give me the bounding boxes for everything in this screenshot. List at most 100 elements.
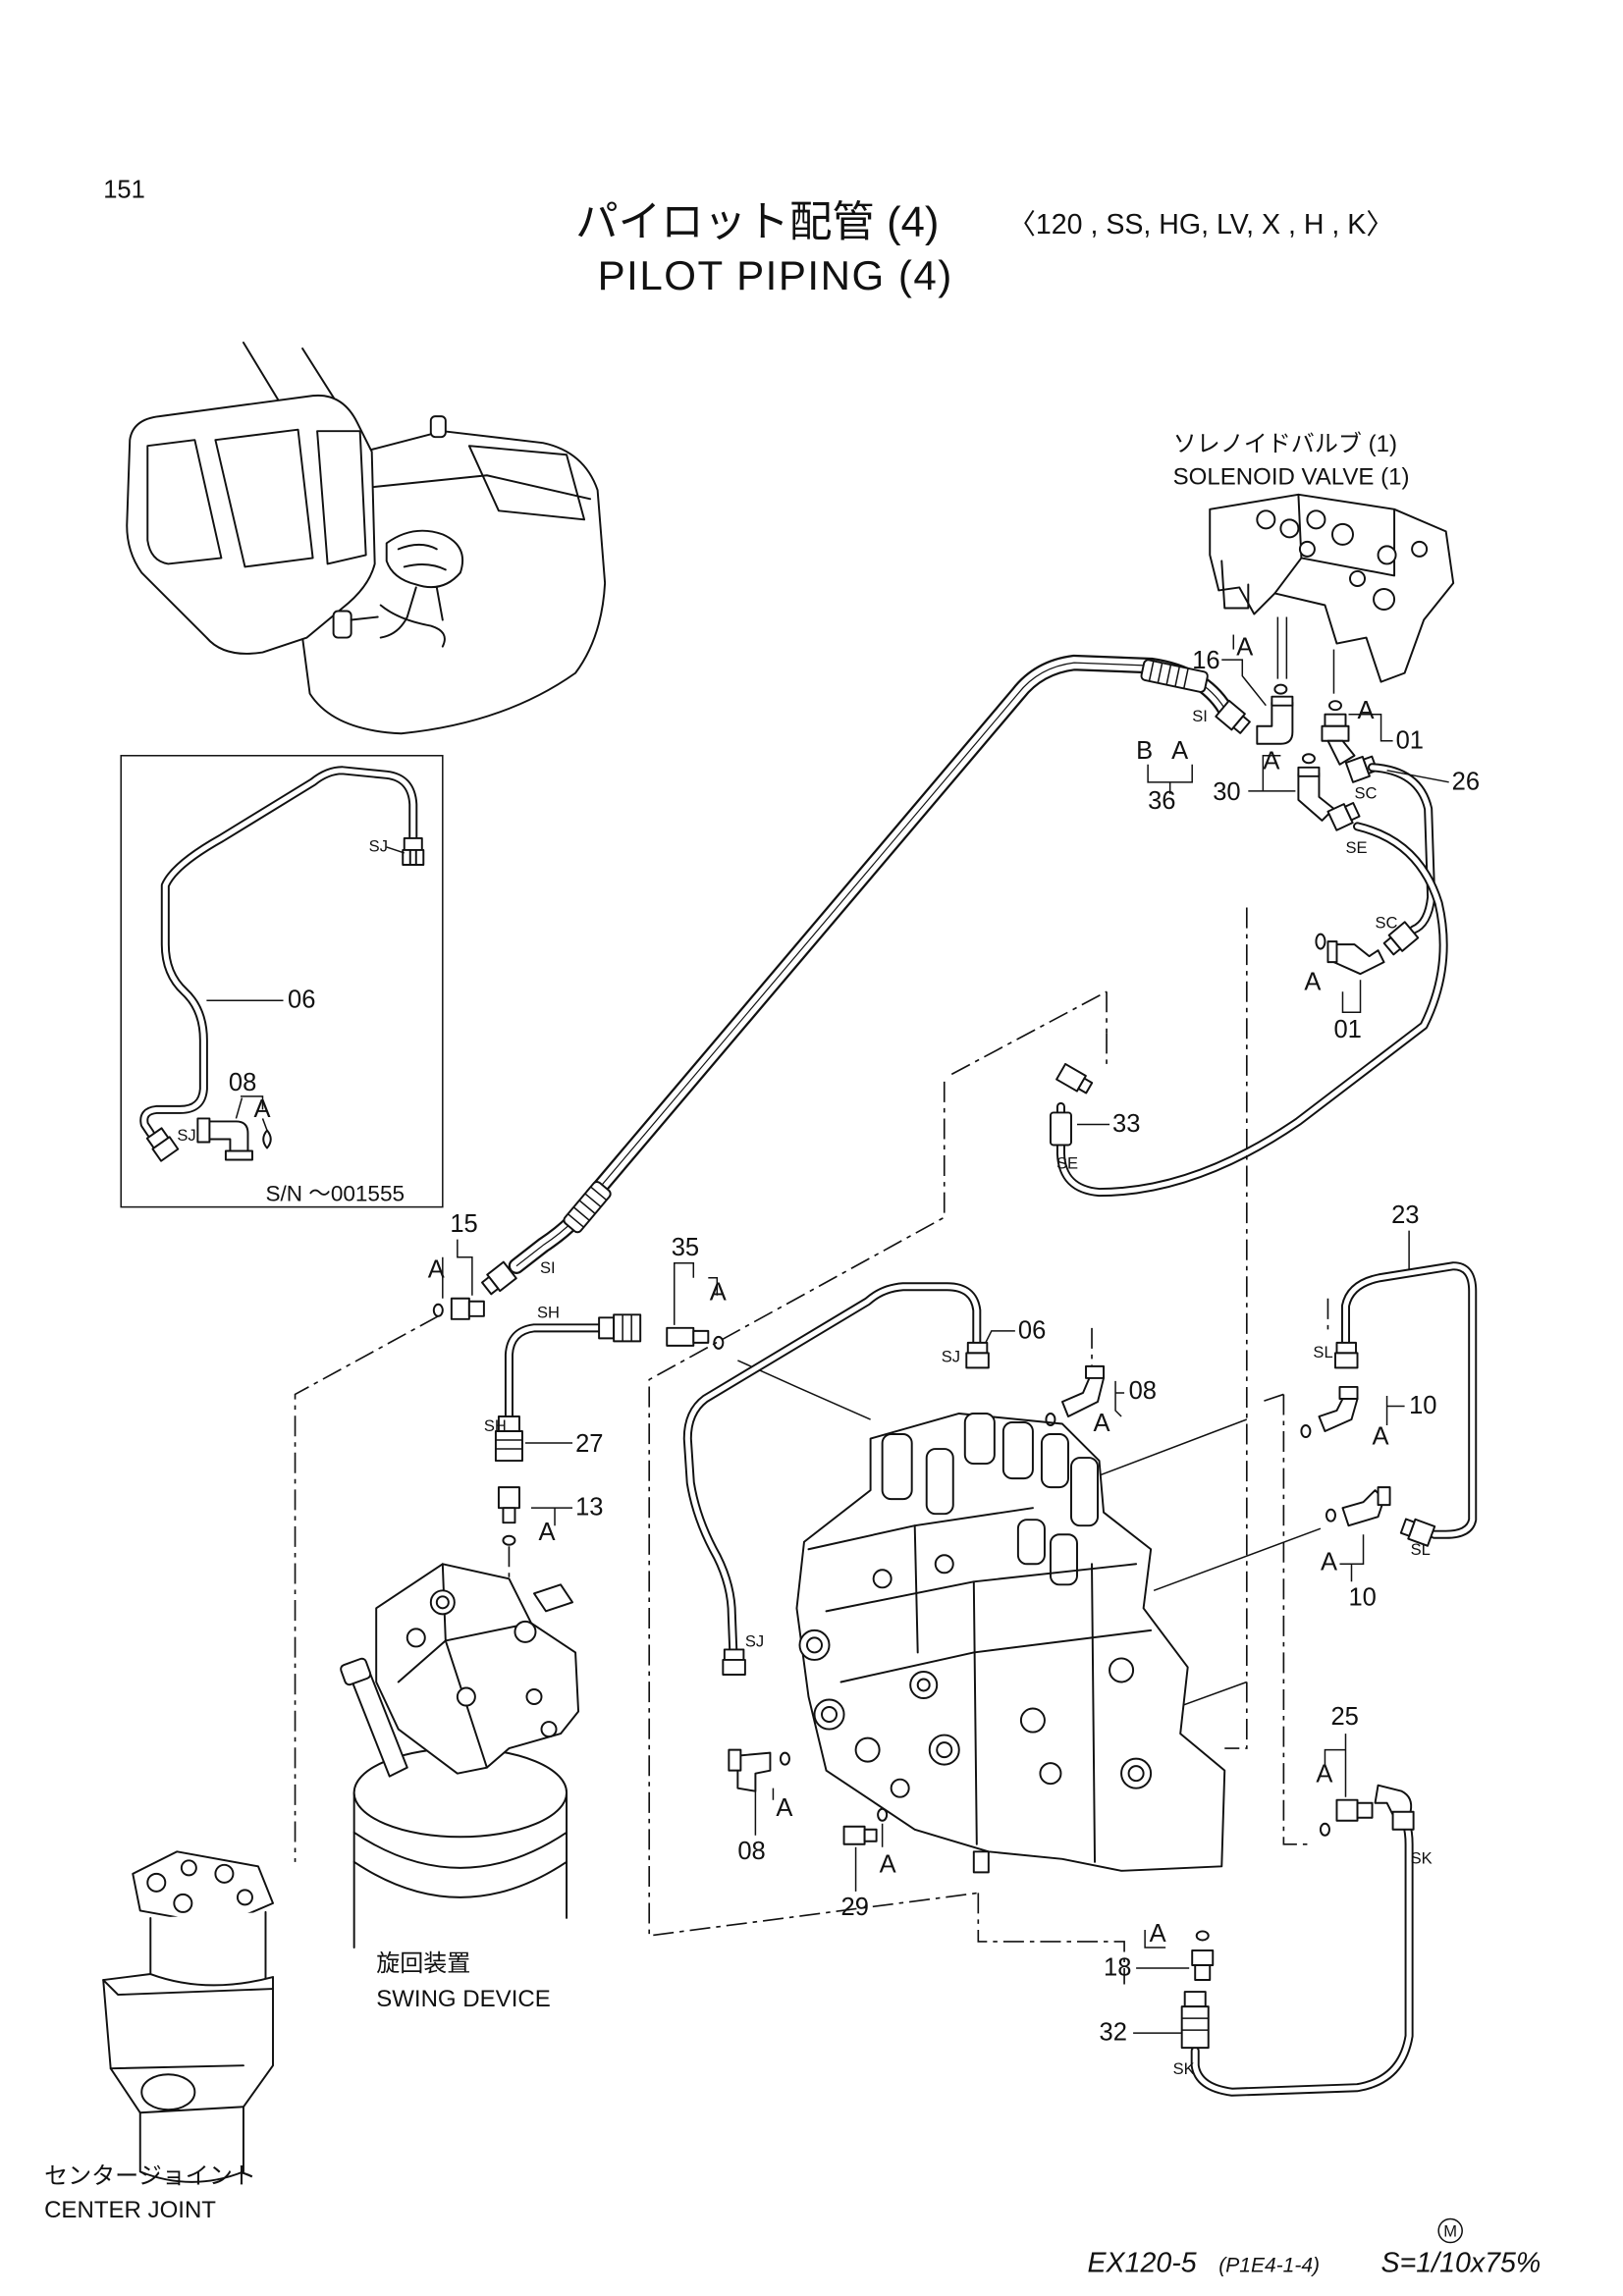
port-si: SI xyxy=(1192,707,1208,725)
port-sl: SL xyxy=(1313,1343,1332,1362)
swing-device-label-ja: 旋回装置 xyxy=(376,1950,470,1977)
figure-code: (P1E4-1-4) xyxy=(1218,2255,1320,2277)
nut-sh-upper xyxy=(598,1313,642,1343)
fitting-32-lower xyxy=(1180,1991,1210,2050)
inset-frame xyxy=(120,755,444,1208)
callout-18: 18 xyxy=(1104,1954,1131,1982)
cab-front-window xyxy=(146,439,223,565)
fitting-15 xyxy=(432,1239,485,1320)
callout-16: 16 xyxy=(1192,647,1219,674)
o-ring-25 xyxy=(1319,1822,1330,1837)
callout-06: 06 xyxy=(1018,1316,1046,1344)
fitting-08-upper xyxy=(1045,1364,1125,1426)
valve-ports xyxy=(798,1554,1153,1798)
marker-a: A xyxy=(1358,697,1375,724)
inset-early-serial xyxy=(120,755,444,1208)
valve-body-edges xyxy=(807,1507,1153,1863)
swing-ports xyxy=(406,1589,558,1738)
swing-reduction-gear xyxy=(352,1791,568,1949)
o-ring-inset xyxy=(262,1129,272,1149)
fitting-08-lower xyxy=(728,1748,790,1836)
marker-a: A xyxy=(1304,969,1321,996)
excavator-locator-view xyxy=(126,342,607,735)
port-sc: SC xyxy=(1355,783,1378,802)
o-ring-10-lower xyxy=(1325,1508,1336,1522)
o-ring-15 xyxy=(432,1303,444,1317)
fitting-29 xyxy=(842,1807,889,1892)
deck-post xyxy=(429,415,447,439)
pilot-pipe-23 xyxy=(1333,1230,1478,1547)
port-sh: SH xyxy=(537,1303,560,1321)
callout-23: 23 xyxy=(1391,1201,1419,1229)
fittings-solenoid-side xyxy=(1256,683,1379,831)
title-japanese: パイロット配管 (4) xyxy=(575,199,939,246)
o-ring-13 xyxy=(502,1534,516,1546)
leader-sj-inset xyxy=(386,846,405,854)
callout-01: 01 xyxy=(1396,726,1424,754)
marker-a: A xyxy=(1094,1410,1110,1437)
connector-01-upper xyxy=(1321,713,1356,766)
model-applicability: 〈120 , SS, HG, LV, X , H , K〉 xyxy=(1007,209,1393,240)
swing-device: 旋回装置 SWING DEVICE xyxy=(340,1563,580,2012)
marker-a: A xyxy=(1373,1423,1389,1451)
elbow-fitting-sk-upper xyxy=(1374,1784,1415,1831)
nut-sj-lower xyxy=(145,1127,180,1162)
valve-bottom-stub xyxy=(972,1850,990,1874)
o-ring-16 xyxy=(1273,683,1288,695)
fitting-25 xyxy=(1319,1734,1374,1837)
title-english: PILOT PIPING (4) xyxy=(598,252,953,298)
marker-a: A xyxy=(710,1278,727,1306)
callout-08: 08 xyxy=(737,1838,765,1865)
callout-29: 29 xyxy=(841,1894,869,1921)
port-se: SE xyxy=(1056,1154,1078,1173)
o-ring-18 xyxy=(1195,1930,1210,1942)
marker-a: A xyxy=(1171,737,1188,765)
o-ring-10-upper xyxy=(1300,1424,1312,1439)
nut-sc-lower xyxy=(1382,921,1420,956)
marker-a: A xyxy=(428,1256,445,1284)
callout-25: 25 xyxy=(1330,1703,1358,1731)
nut-sl-upper xyxy=(1333,1341,1359,1369)
nut-sj-06-lower xyxy=(722,1648,746,1676)
operator-cab xyxy=(126,394,376,655)
callout-30: 30 xyxy=(1213,778,1240,806)
callout-labels: 16 A SI A 01 B A 36 30 A 26 SC SE SC A 0… xyxy=(177,634,1480,2079)
control-valve-body xyxy=(795,1413,1226,1872)
solenoid-valve-label-ja: ソレノイドバルブ (1) xyxy=(1173,431,1397,457)
marker-a: A xyxy=(1316,1761,1332,1789)
nut-si-lower xyxy=(481,1260,517,1296)
valve-port-line xyxy=(1276,616,1288,679)
port-se: SE xyxy=(1345,838,1367,857)
port-sk: SK xyxy=(1411,1848,1433,1867)
callout-36: 36 xyxy=(1148,787,1175,815)
port-si: SI xyxy=(540,1258,556,1277)
model-code: EX120-5 xyxy=(1088,2248,1197,2279)
pilot-hose-33 xyxy=(1049,822,1448,1198)
port-sj: SJ xyxy=(745,1631,764,1650)
nut-33-top xyxy=(1055,1062,1094,1095)
callout-32: 32 xyxy=(1100,2019,1127,2047)
solenoid-ports xyxy=(1256,509,1429,611)
o-ring-01-upper xyxy=(1327,700,1342,712)
fitting-35 xyxy=(666,1261,725,1350)
callout-15: 15 xyxy=(450,1210,477,1238)
hose-sleeve-upper xyxy=(1140,659,1209,693)
pilot-pipe-06 xyxy=(682,1282,1015,1676)
port-sk: SK xyxy=(1173,2059,1195,2078)
counterweight-cover xyxy=(467,445,586,521)
construction-lines xyxy=(294,907,1329,1985)
o-ring-08-upper xyxy=(1045,1413,1056,1426)
control-valve xyxy=(795,1413,1226,1874)
page-number: 151 xyxy=(103,177,145,204)
callout-13: 13 xyxy=(575,1494,603,1522)
deck-edge xyxy=(370,474,592,501)
nut-sj-upper xyxy=(402,836,425,866)
port-sc: SC xyxy=(1376,914,1398,933)
circled-mark-letter: M xyxy=(1443,2222,1457,2241)
marker-a: A xyxy=(538,1519,555,1546)
marker-a: A xyxy=(1236,634,1253,662)
wiring-harness xyxy=(332,529,464,648)
port-sj: SJ xyxy=(942,1347,960,1365)
fitting-13 xyxy=(497,1486,573,1546)
